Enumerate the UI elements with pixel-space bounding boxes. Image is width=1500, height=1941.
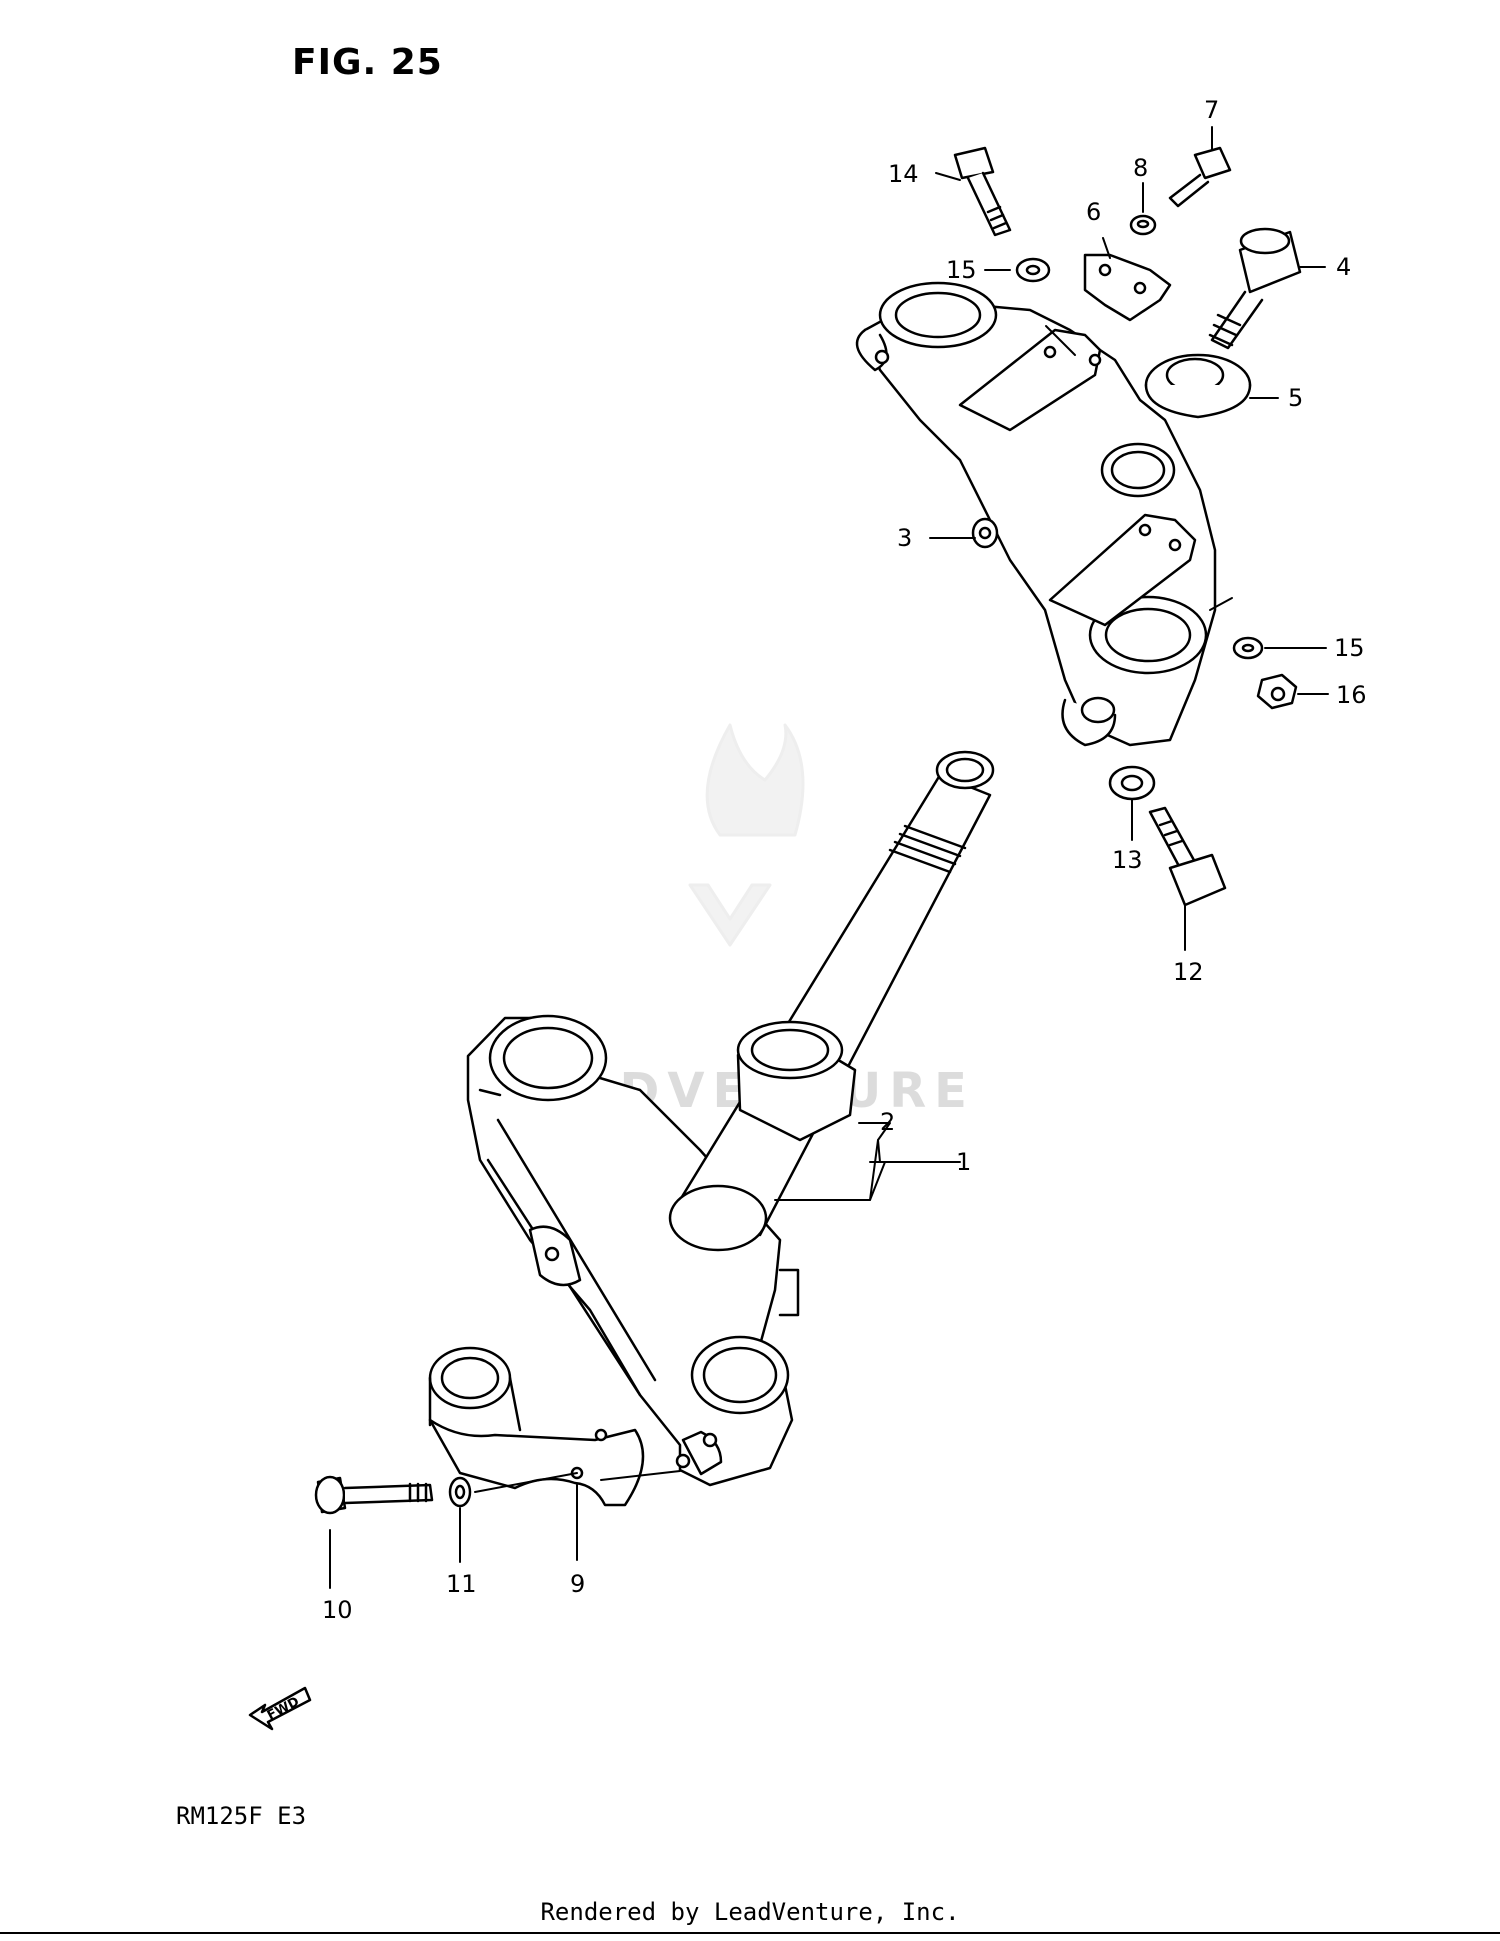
footer-divider [0, 1932, 1500, 1934]
nut-16 [1256, 673, 1298, 710]
bolt-12 [1148, 806, 1227, 907]
callout-14: 14 [888, 160, 919, 188]
stem-head-bolt [1208, 227, 1302, 350]
handlebar-clamp [1083, 253, 1172, 322]
washer-15-right [1232, 636, 1264, 660]
bolt-10 [314, 1475, 434, 1515]
callout-4: 4 [1336, 253, 1351, 281]
washer-15-top [1015, 257, 1051, 283]
callout-12: 12 [1173, 958, 1204, 986]
callout-9: 9 [570, 1570, 585, 1598]
forward-arrow-icon [248, 1686, 312, 1731]
leader-lines [329, 126, 1329, 1589]
bolt-14 [953, 146, 1012, 237]
stem-dust-seal [736, 1020, 857, 1142]
callout-11: 11 [446, 1570, 477, 1598]
render-credit: Rendered by LeadVenture, Inc. [540, 1898, 960, 1926]
cable-guide [428, 1346, 645, 1507]
nut-8 [1129, 214, 1157, 236]
washer-11 [448, 1476, 472, 1508]
watermark-logo [688, 723, 805, 947]
washer-13 [1108, 765, 1156, 801]
callout-6: 6 [1086, 198, 1101, 226]
callout-15-right: 15 [1334, 634, 1365, 662]
callout-8: 8 [1133, 154, 1148, 182]
callout-10: 10 [322, 1596, 353, 1624]
figure-title: FIG. 25 [292, 42, 443, 83]
callout-16: 16 [1336, 681, 1367, 709]
callout-7: 7 [1204, 96, 1219, 124]
stem-washer [1144, 353, 1252, 419]
callout-2: 2 [880, 1108, 895, 1136]
callout-15-top: 15 [946, 256, 977, 284]
callout-1: 1 [956, 1148, 971, 1176]
callout-5: 5 [1288, 384, 1303, 412]
callout-13: 13 [1112, 846, 1143, 874]
model-code: RM125F E3 [176, 1802, 307, 1830]
steering-stem-lower-bracket [466, 750, 995, 1487]
callout-labels: 1 2 3 4 5 6 7 8 9 10 11 12 13 14 15 15 1… [322, 96, 1367, 1624]
upper-bracket [855, 281, 1217, 747]
clamp-bolt-7 [1168, 146, 1232, 208]
callout-3: 3 [897, 524, 912, 552]
